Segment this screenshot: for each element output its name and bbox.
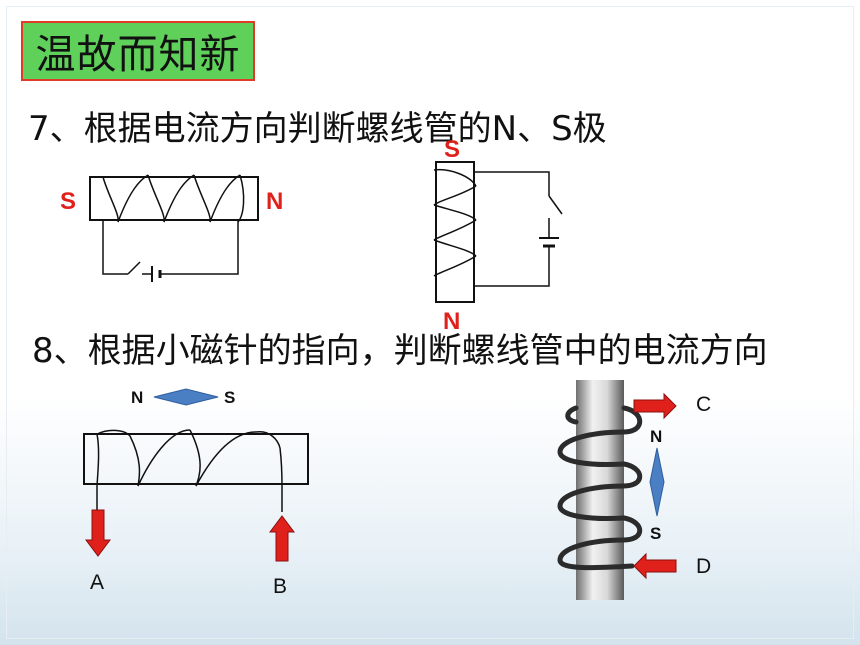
figure3-coil-3 (137, 429, 191, 487)
figure3-arrow-a (85, 509, 111, 557)
figure3-coil-5 (195, 431, 257, 487)
figure3-coil-2 (129, 435, 141, 487)
figure4-label-c: C (696, 393, 712, 416)
slide-frame (6, 6, 854, 639)
figure3-coil-top-1 (96, 429, 131, 437)
figure4-coil-start (565, 405, 579, 425)
figure4-needle-s: S (650, 524, 662, 543)
figure4-coil-1 (557, 405, 643, 467)
figure3-coil-6 (255, 431, 281, 449)
figure3-core (83, 433, 309, 485)
figure2-coil-3 (433, 204, 477, 221)
figure1-wire-left (102, 220, 128, 275)
figure1-coil-6 (209, 174, 241, 223)
figure1-coil-3 (147, 174, 165, 223)
figure2-solenoid (433, 161, 563, 303)
figure4-solenoid (557, 380, 677, 600)
figure1-core (89, 176, 259, 221)
question-8: 8、根据小磁针的指向，判断螺线管中的电流方向 (32, 331, 768, 371)
figure3-needle-s: S (224, 388, 236, 407)
figure2-core (435, 161, 475, 303)
figure2-wire-top (474, 171, 550, 196)
figure3-solenoid (83, 429, 309, 512)
figure3-coil-7 (279, 447, 283, 487)
figure2-bottom-pole: N (443, 308, 461, 335)
figure2-wire-bottom (474, 246, 550, 287)
figure1-switch (127, 261, 141, 275)
figure1-coil-4 (163, 174, 195, 223)
figure1-wire-right (160, 220, 239, 275)
slide-title: 温故而知新 (21, 21, 255, 81)
figure2-coil-5 (433, 239, 477, 257)
figure3-label-a: A (90, 571, 105, 594)
figure1-coil-5 (193, 174, 211, 223)
figure4-needle-n: N (650, 427, 663, 446)
figure3-coil-1 (96, 433, 100, 487)
figure1-left-pole: S (60, 188, 77, 215)
figure3-compass-needle (153, 388, 219, 406)
figure1-solenoid (89, 174, 259, 282)
figure4-arrow-d (633, 552, 677, 580)
figure4-compass-needle (649, 447, 665, 517)
figure4-arrow-c (633, 392, 677, 420)
figure1-right-pole: N (266, 188, 284, 215)
figure2-coil-4 (433, 219, 477, 241)
figure2-coil-6 (433, 255, 477, 277)
figure4-coil-3 (557, 515, 643, 571)
background-band (0, 395, 860, 645)
figure1-coil-1 (102, 176, 119, 223)
figure4-label-d: D (696, 555, 712, 578)
question-7: 7、根据电流方向判断螺线管的N、S极 (28, 109, 607, 149)
figure3-arrow-b (269, 515, 295, 562)
figure2-switch (548, 195, 563, 215)
figure1-coil-7 (237, 174, 245, 223)
figure3-label-b: B (273, 575, 288, 598)
figure2-top-pole: S (444, 136, 461, 163)
figure3-coil-4 (189, 429, 201, 487)
figure2-coil-1 (433, 168, 477, 187)
figure4-coil-2 (557, 461, 643, 521)
figure3-needle-n: N (131, 388, 144, 407)
figure2-coil-2 (433, 185, 477, 206)
figure1-coil-2 (117, 174, 149, 223)
